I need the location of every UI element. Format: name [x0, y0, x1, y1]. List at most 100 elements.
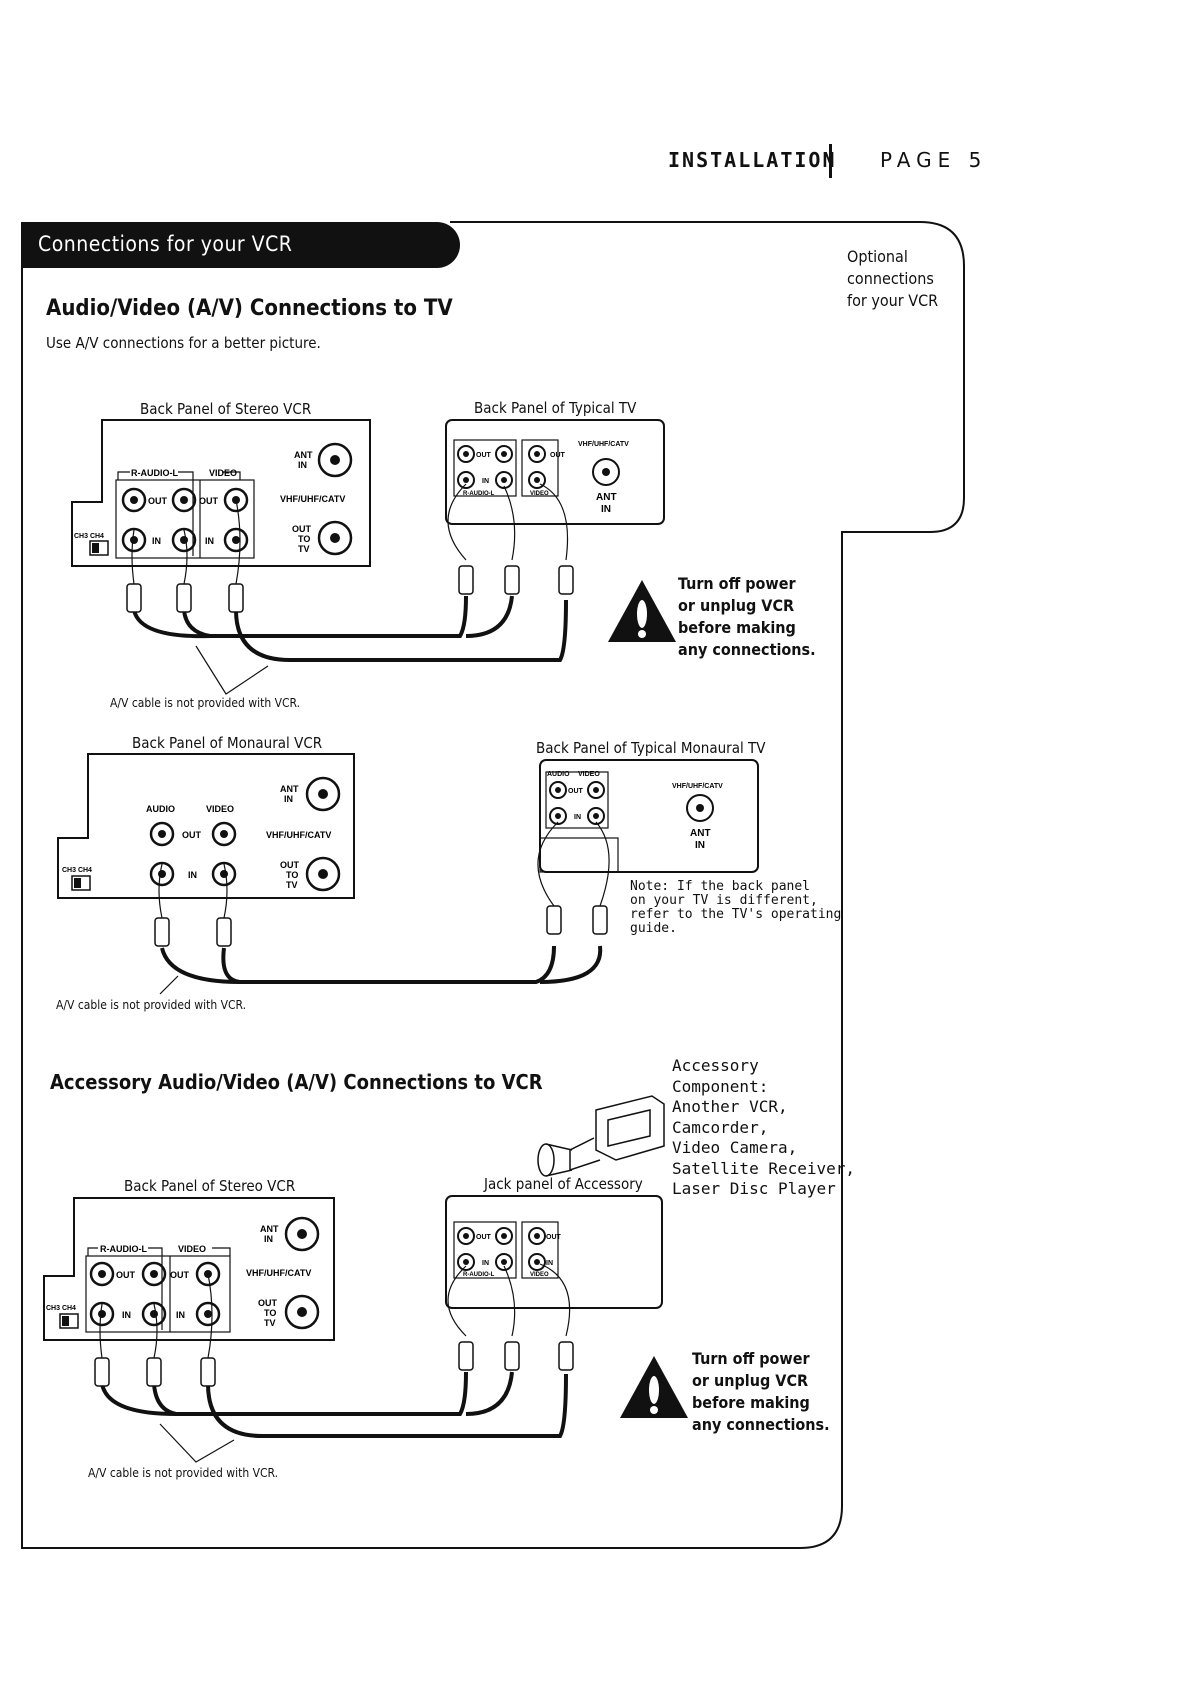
sidebar-line: Optional: [847, 247, 908, 266]
section2-tv-label: Back Panel of Typical Monaural TV: [536, 739, 766, 757]
panel-label: OUT: [476, 1234, 492, 1241]
section2-cable-note: A/V cable is not provided with VCR.: [56, 998, 247, 1012]
panel-label: VHF/UHF/CATV: [246, 1268, 311, 1278]
panel-label: ANT: [690, 828, 711, 839]
section1-cable-note: A/V cable is not provided with VCR.: [110, 696, 301, 710]
warning-line: any connections.: [692, 1415, 830, 1434]
panel-label: TO: [298, 534, 310, 544]
section3-heading: Accessory Audio/Video (A/V) Connections …: [50, 1070, 543, 1094]
accessory-list: Accessory Component: Another VCR, Camcor…: [672, 1056, 855, 1200]
panel-label: VIDEO: [209, 468, 237, 478]
panel-label: VHF/UHF/CATV: [280, 494, 345, 504]
panel-label: VHF/UHF/CATV: [266, 830, 331, 840]
accessory-line: Camcorder,: [672, 1117, 769, 1137]
panel-label: OUT: [568, 788, 584, 795]
panel-label: R-AUDIO-L: [131, 468, 178, 478]
warning-line: any connections.: [678, 640, 816, 659]
accessory-line: Satellite Receiver,: [672, 1158, 856, 1178]
panel-label: OUT: [116, 1270, 136, 1280]
section1-heading: Audio/Video (A/V) Connections to TV: [46, 296, 453, 321]
note-line: Note: If the back panel: [630, 879, 811, 894]
section1-subtitle: Use A/V connections for a better picture…: [46, 334, 321, 352]
panel-label: TV: [298, 544, 310, 554]
section1-tv-label: Back Panel of Typical TV: [474, 399, 637, 417]
panel-label: TV: [264, 1318, 276, 1328]
panel-label: IN: [482, 1260, 489, 1267]
panel-label: IN: [574, 814, 581, 821]
panel-label: OUT: [258, 1298, 278, 1308]
panel-label: CH3 CH4: [62, 867, 92, 874]
panel-label: IN: [205, 536, 214, 546]
page-number: PAGE 5: [880, 148, 988, 172]
panel-label: TO: [286, 870, 298, 880]
panel-label: IN: [152, 536, 161, 546]
panel-label: OUT: [148, 496, 168, 506]
camcorder-icon: [537, 1095, 665, 1177]
section3-cable-note: A/V cable is not provided with VCR.: [88, 1466, 279, 1480]
panel-label: R-AUDIO-L: [463, 1272, 495, 1278]
panel-label: OUT: [199, 496, 219, 506]
section1-vcr-label: Back Panel of Stereo VCR: [140, 400, 312, 418]
panel-label: TO: [264, 1308, 276, 1318]
panel-label: VIDEO: [530, 1272, 549, 1278]
header-divider: [829, 144, 832, 178]
panel-label: CH3 CH4: [46, 1305, 76, 1312]
panel-label: IN: [601, 504, 611, 515]
accessory-line: Laser Disc Player: [672, 1179, 836, 1198]
panel-label: ANT: [260, 1224, 279, 1234]
panel-label: VIDEO: [578, 771, 600, 778]
accessory-line: Accessory: [672, 1056, 759, 1075]
panel-label: VIDEO: [178, 1244, 206, 1254]
warning-icon: [608, 580, 676, 642]
ch-switch-label: CH3 CH4: [74, 533, 104, 540]
section3-warning: Turn off power or unplug VCR before maki…: [692, 1348, 830, 1436]
warning-line: or unplug VCR: [678, 596, 795, 615]
panel-label: OUT: [546, 1234, 562, 1241]
banner-title: Connections for your VCR: [38, 232, 293, 256]
note-line: refer to the TV's operating: [630, 907, 842, 922]
panel-label: OUT: [476, 452, 492, 459]
panel-label: AUDIO: [547, 771, 570, 778]
warning-line: Turn off power: [678, 574, 796, 593]
sidebar-line: for your VCR: [847, 291, 939, 310]
panel-label: R-AUDIO-L: [463, 491, 495, 497]
panel-label: TV: [286, 880, 298, 890]
panel-label: IN: [176, 1310, 185, 1320]
warning-icon: [620, 1356, 688, 1418]
sidebar-line: connections: [847, 269, 934, 288]
panel-label: OUT: [170, 1270, 190, 1280]
panel-label: VHF/UHF/CATV: [672, 783, 723, 790]
note-line: guide.: [630, 921, 677, 936]
accessory-line: Video Camera,: [672, 1138, 798, 1157]
panel-label: IN: [695, 840, 705, 851]
panel-label: AUDIO: [146, 804, 175, 814]
panel-label: VHF/UHF/CATV: [578, 441, 629, 448]
sidebar-note: Optional connections for your VCR: [847, 246, 938, 312]
panel-label: VIDEO: [206, 804, 234, 814]
panel-label: VIDEO: [530, 491, 549, 497]
panel-label: ANT: [596, 492, 617, 503]
warning-line: or unplug VCR: [692, 1371, 809, 1390]
panel-label: IN: [188, 870, 197, 880]
panel-label: OUT: [292, 524, 312, 534]
panel-label: ANT: [280, 784, 299, 794]
section2-vcr-label: Back Panel of Monaural VCR: [132, 734, 323, 752]
panel-label: IN: [482, 478, 489, 485]
warning-line: before making: [692, 1393, 810, 1412]
panel-label: OUT: [550, 452, 566, 459]
section1-warning: Turn off power or unplug VCR before maki…: [678, 573, 816, 661]
warning-line: Turn off power: [692, 1349, 810, 1368]
panel-label: IN: [122, 1310, 131, 1320]
panel-label: IN: [264, 1234, 273, 1244]
panel-label: IN: [298, 460, 307, 470]
panel-label: OUT: [280, 860, 300, 870]
panel-label: IN: [546, 1260, 553, 1267]
warning-line: before making: [678, 618, 796, 637]
note-line: on your TV is different,: [630, 893, 818, 908]
section-banner: Connections for your VCR: [22, 222, 460, 268]
section3-vcr-label: Back Panel of Stereo VCR: [124, 1177, 296, 1195]
